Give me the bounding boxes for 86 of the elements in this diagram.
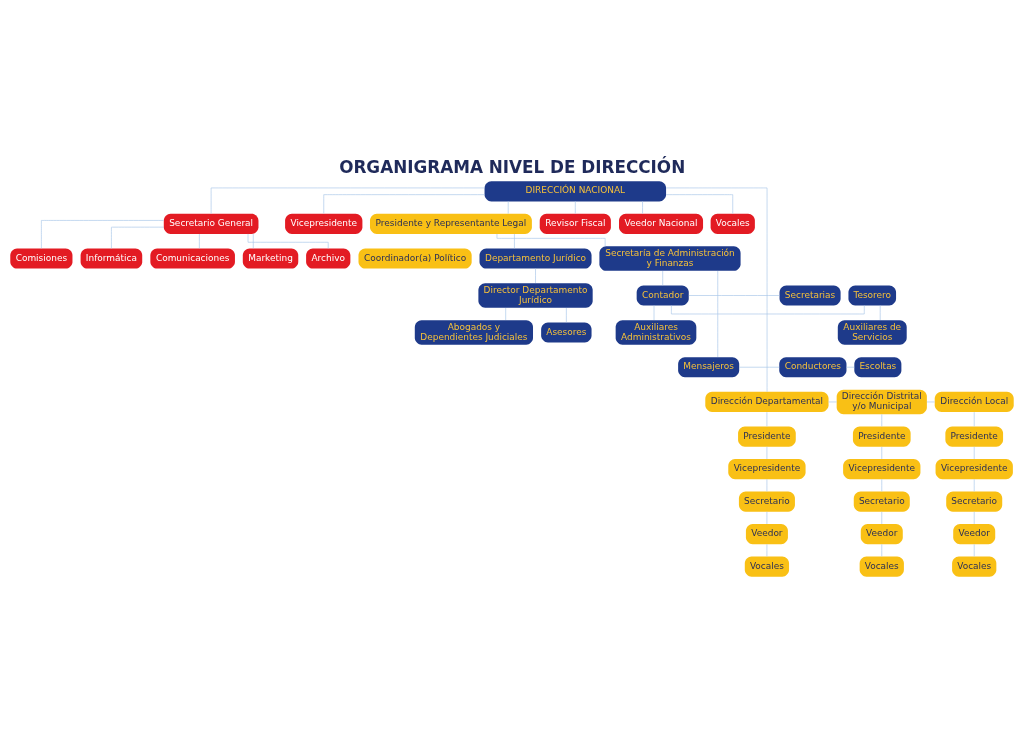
node-box: Vicepresidente [843, 458, 921, 479]
connector [973, 543, 975, 557]
node-box: Contador [636, 284, 689, 306]
node-box: Presidente y Representante Legal [369, 213, 532, 234]
node-box: Presidente [852, 426, 911, 447]
node-box: Dirección Local [934, 391, 1014, 412]
connector [665, 193, 734, 214]
node-box: Secretaría de Administración y Finanzas [599, 245, 741, 271]
connector [828, 401, 837, 402]
node-box: Mensajeros [678, 356, 740, 377]
connector [535, 267, 536, 283]
node-box: Vicepresidente [285, 213, 363, 234]
connector [252, 233, 254, 249]
node-box: Vicepresidente [935, 458, 1013, 479]
node-box: Revisor Fiscal [539, 213, 611, 234]
connector [766, 478, 768, 492]
connector [879, 304, 881, 320]
diagram-title: ORGANIGRAMA NIVEL DE DIRECCIÓN [339, 156, 686, 177]
node-box: Vocales [952, 556, 997, 577]
connector [323, 193, 485, 214]
node-box: Auxiliares de Servicios [837, 319, 907, 345]
node-box: Vocales [859, 556, 904, 577]
node-box: Informática [80, 247, 143, 269]
connector [973, 510, 975, 524]
connector [199, 233, 200, 249]
node-box: Veedor [745, 523, 788, 544]
connector [881, 413, 883, 427]
node-box: Comisiones [10, 247, 73, 269]
node-box: DIRECCIÓN NACIONAL [484, 180, 667, 201]
connector [766, 510, 768, 524]
connector [574, 200, 576, 214]
node-box: Asesores [541, 321, 592, 343]
connector [642, 200, 643, 214]
node-box: Auxiliares Administrativos [615, 319, 697, 345]
node-box: Escoltas [854, 356, 902, 377]
connector [846, 366, 855, 368]
node-box: Comunicaciones [150, 247, 235, 269]
connector [738, 366, 780, 368]
connector [881, 543, 883, 557]
node-box: Archivo [306, 247, 351, 269]
connector [662, 270, 664, 286]
node-box: Vocales [710, 213, 755, 234]
node-box: Dirección Distrital y/o Municipal [836, 389, 927, 414]
node-box: Vocales [744, 556, 790, 577]
node-box: Abogados y Dependientes Judiciales [414, 319, 533, 345]
connector [973, 445, 975, 459]
connector [505, 307, 507, 320]
node-box: Coordinador(a) Político [358, 247, 472, 269]
connector [496, 233, 606, 246]
connector [926, 401, 935, 402]
node-box: Director Departamento Jurídico [478, 282, 593, 308]
node-box: Secretario [853, 491, 910, 512]
connector [766, 543, 768, 557]
connector [973, 411, 975, 427]
connector [717, 270, 719, 357]
connector [247, 233, 329, 249]
connector [766, 411, 768, 427]
node-box: Marketing [242, 247, 299, 269]
node-box: Vicepresidente [728, 458, 806, 479]
node-box: Presidente [738, 426, 796, 447]
connector [881, 510, 883, 524]
node-box: Presidente [945, 426, 1004, 447]
node-box: Conductores [779, 356, 847, 377]
connector [688, 294, 780, 296]
connector [507, 200, 509, 214]
connector [671, 304, 865, 314]
node-box: Veedor [860, 523, 903, 544]
connector [766, 445, 768, 459]
node-box: Departamento Jurídico [479, 247, 592, 269]
connector [881, 478, 883, 492]
connector [881, 445, 883, 459]
node-box: Veedor Nacional [619, 213, 704, 234]
node-box: Secretario [738, 491, 795, 512]
connector [514, 233, 515, 249]
node-box: Veedor [953, 523, 996, 544]
node-box: Tesorero [848, 284, 897, 306]
connector [111, 226, 165, 249]
connector [665, 187, 768, 392]
connector [210, 187, 485, 214]
connector [566, 307, 567, 323]
node-box: Secretario General [163, 213, 259, 234]
connector [973, 478, 975, 492]
connector [41, 219, 164, 249]
node-box: Secretarias [779, 284, 841, 306]
node-box: Dirección Departamental [705, 391, 829, 412]
node-box: Secretario [946, 491, 1003, 512]
